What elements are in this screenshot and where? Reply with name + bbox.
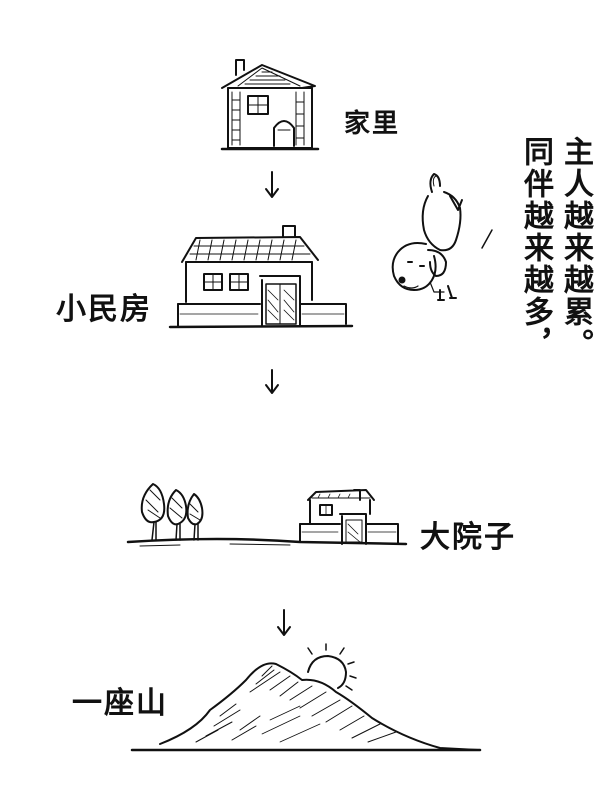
mountain-drawing: [130, 662, 482, 752]
caption-column-2: 同伴越来越多，: [518, 136, 553, 360]
village-house-drawing: [168, 225, 354, 329]
sun-drawing: [307, 643, 357, 691]
stage-label-home: 家里: [344, 109, 401, 139]
down-arrow: [277, 609, 291, 636]
dog-drawing: [391, 173, 493, 301]
stage-label-courtyard: 大院子: [420, 520, 516, 555]
caption-column-1: 主人越来越累。: [558, 136, 593, 360]
down-arrow: [265, 171, 279, 198]
down-arrow: [265, 369, 279, 394]
stage-label-village-house: 小民房: [56, 292, 152, 327]
stage-label-mountain: 一座山: [72, 686, 168, 721]
courtyard-drawing: [126, 483, 408, 547]
house-drawing: [220, 59, 320, 151]
